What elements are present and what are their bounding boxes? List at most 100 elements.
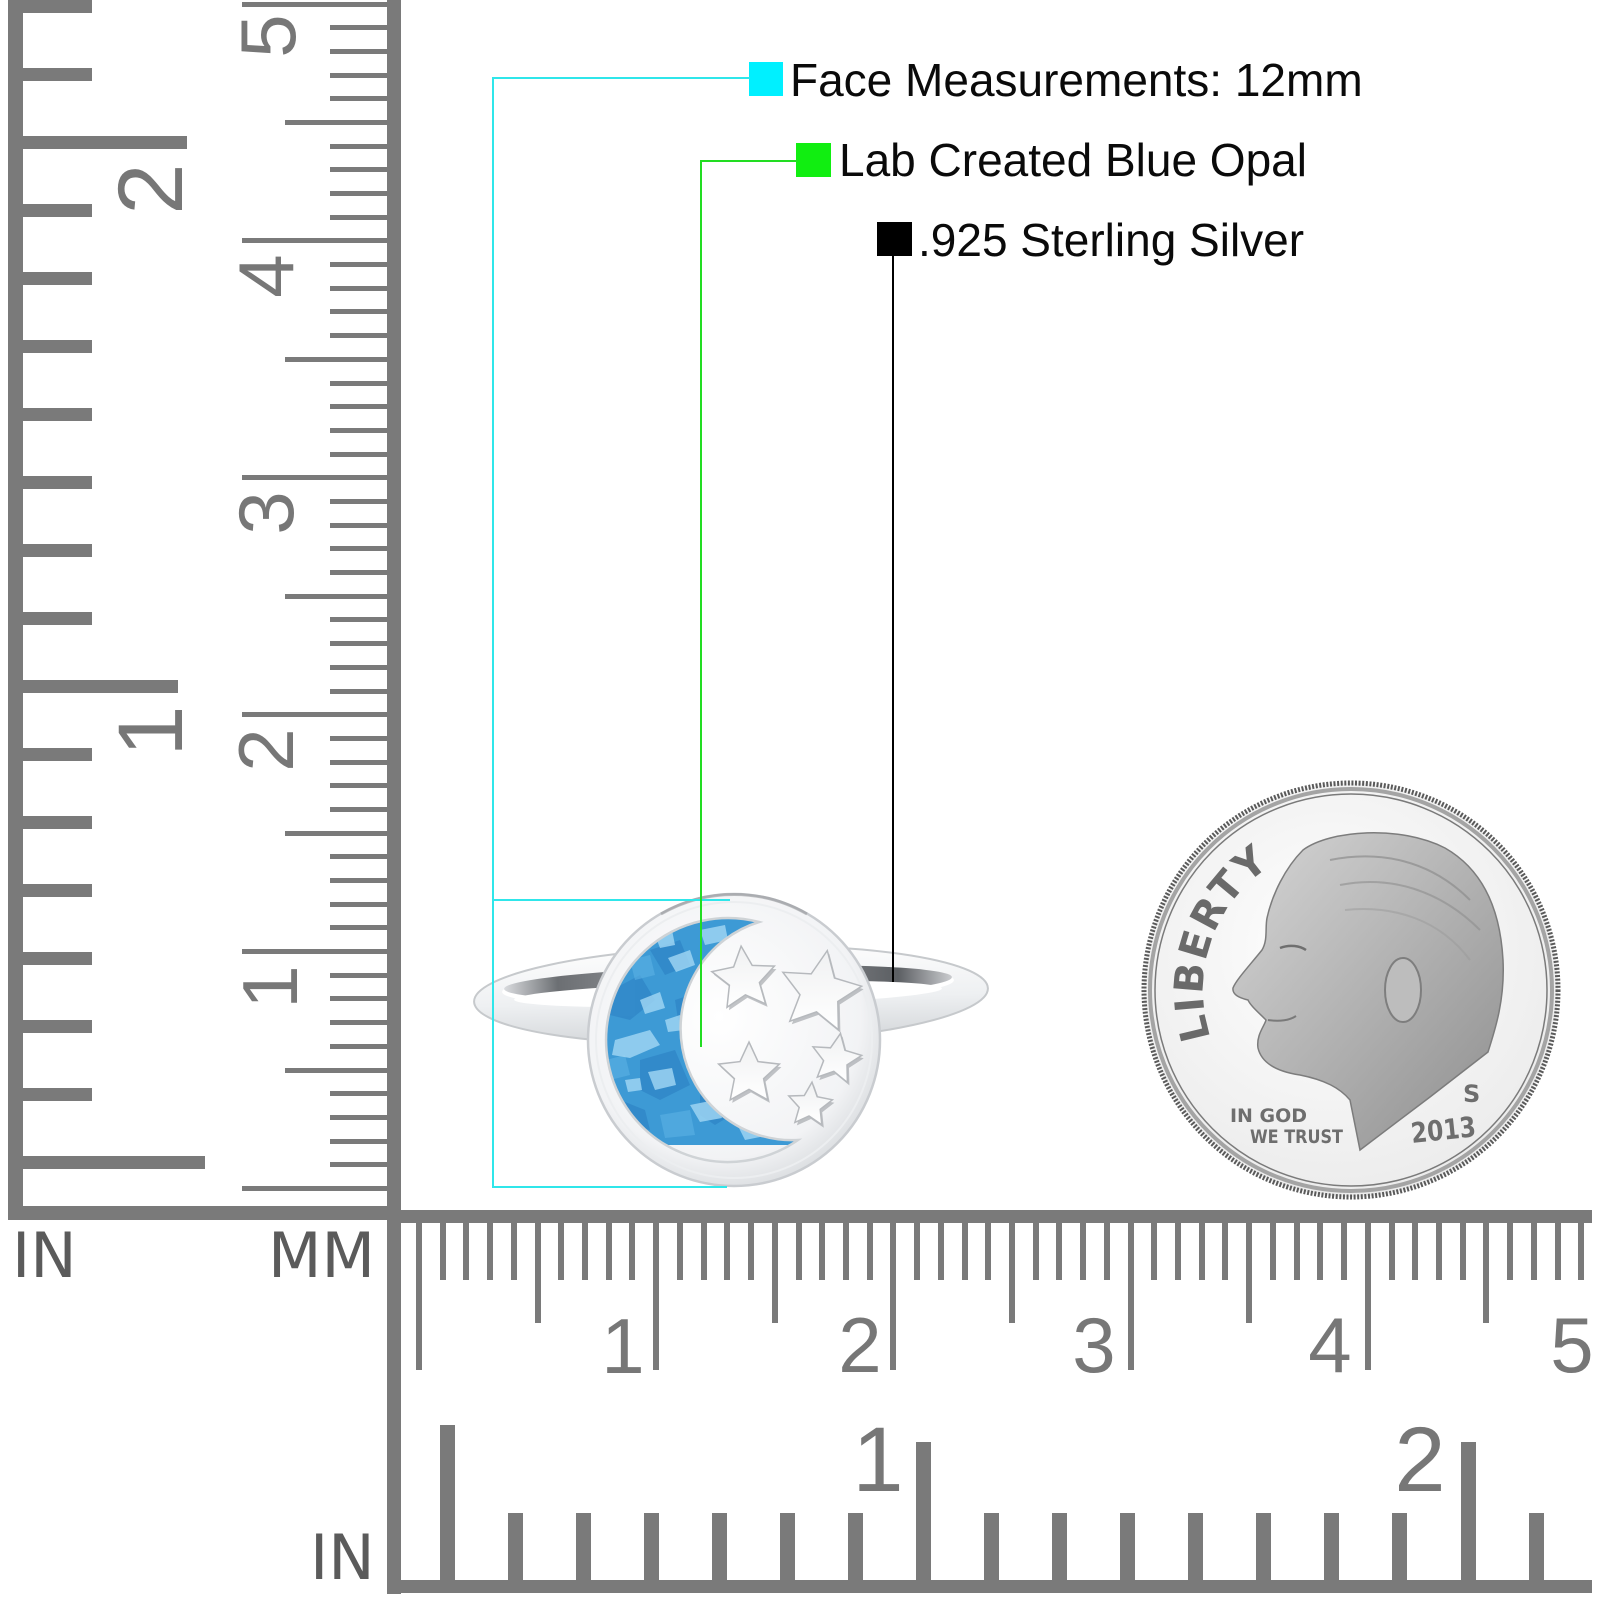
horizontal-ruler-mm-label: 1: [601, 1302, 645, 1390]
star-icon: [710, 944, 777, 1009]
vertical-ruler-mm-tick: [330, 1091, 387, 1097]
horizontal-ruler-mm-tick: [558, 1223, 565, 1280]
vertical-ruler-mm-tick: [242, 949, 387, 955]
horizontal-ruler-inch-tick: [507, 1513, 523, 1580]
horizontal-ruler-mm-tick: [1151, 1223, 1158, 1280]
horizontal-ruler-mm-tick: [1554, 1223, 1561, 1280]
horizontal-ruler-mm-tick: [1388, 1223, 1395, 1280]
vertical-ruler-inch-tick: [23, 407, 92, 421]
vertical-ruler-mm-tick: [285, 1067, 387, 1073]
vertical-ruler-mm-tick: [242, 238, 387, 244]
vertical-ruler-mm-tick: [330, 996, 387, 1002]
vertical-ruler-mm-tick: [330, 1162, 387, 1168]
vertical-ruler-mm-tick: [330, 72, 387, 78]
vertical-ruler-mm-tick: [330, 878, 387, 884]
vertical-ruler-mm-tick: [330, 262, 387, 268]
horizontal-ruler-mm-tick: [1293, 1223, 1300, 1280]
vertical-ruler-mm-tick: [330, 191, 387, 197]
horizontal-ruler-inch-tick: [711, 1513, 727, 1580]
horizontal-ruler-inch-tick: [1324, 1513, 1340, 1580]
coin-motto-line1: IN GOD: [1230, 1105, 1307, 1127]
horizontal-ruler-mm-tick: [961, 1223, 968, 1280]
horizontal-ruler-mm-tick: [866, 1223, 873, 1280]
horizontal-ruler-inch-tick: [984, 1513, 1000, 1580]
vertical-ruler-bottom-edge: [8, 1206, 401, 1220]
coin-mint-mark: S: [1463, 1080, 1480, 1108]
vertical-ruler-mm-tick: [330, 1020, 387, 1026]
vertical-ruler-mm-tick: [330, 617, 387, 623]
horizontal-ruler-mm-tick: [439, 1223, 446, 1280]
horizontal-ruler-mm-tick: [1507, 1223, 1514, 1280]
horizontal-ruler-mm-tick: [1175, 1223, 1182, 1280]
vertical-ruler-mm-tick: [330, 759, 387, 765]
horizontal-ruler-mm-tick: [1009, 1223, 1015, 1323]
horizontal-ruler-inch-tick: [847, 1513, 863, 1580]
horizontal-ruler-inch-label: 2: [1394, 1409, 1446, 1511]
horizontal-ruler-mm-tick: [1483, 1223, 1490, 1323]
vertical-ruler-inch-tick: [23, 135, 187, 149]
vertical-ruler-mm-tick: [330, 1138, 387, 1144]
vertical-ruler-inch-tick: [23, 611, 92, 625]
horizontal-ruler-mm-tick: [1459, 1223, 1466, 1280]
horizontal-ruler-inch-tick: [1392, 1513, 1408, 1580]
vertical-ruler-inch-tick: [23, 747, 92, 761]
vertical-ruler-mm-tick: [330, 333, 387, 339]
vertical-ruler-left-edge: [8, 0, 23, 1220]
star-icon: [716, 1040, 782, 1102]
horizontal-ruler-mm-tick: [463, 1223, 470, 1280]
face-measurement-label: Face Measurements: 12mm: [790, 54, 1363, 106]
vertical-ruler-inch-tick: [23, 203, 92, 217]
horizontal-ruler-mm-tick: [1127, 1223, 1134, 1370]
horizontal-ruler-inch-tick: [1188, 1513, 1204, 1580]
horizontal-ruler-inch-tick: [439, 1425, 455, 1580]
vertical-ruler-inch-tick: [23, 1155, 205, 1169]
vertical-ruler-inch-tick: [23, 1087, 92, 1101]
horizontal-ruler-mm-tick: [819, 1223, 826, 1280]
vertical-ruler-mm-tick: [330, 451, 387, 457]
dime-coin-image: LIBERTY IN GOD WE TRUST 2013 S: [1141, 780, 1561, 1200]
horizontal-ruler-mm-tick: [582, 1223, 589, 1280]
horizontal-ruler-inch-tick: [1256, 1513, 1272, 1580]
vertical-ruler-mm-tick: [285, 830, 387, 836]
horizontal-ruler-mm-tick: [842, 1223, 849, 1280]
vertical-ruler-inch-tick: [23, 679, 178, 693]
vertical-ruler-mm-tick: [242, 1186, 387, 1191]
horizontal-ruler-mm-tick: [534, 1223, 541, 1323]
vertical-ruler-mm-tick: [330, 688, 387, 694]
face-measurement-leader-vertical: [492, 77, 494, 1188]
face-measurement-bracket-top: [492, 899, 730, 901]
horizontal-ruler-mm-tick: [1530, 1223, 1537, 1280]
horizontal-ruler-inch-unit: IN: [310, 1521, 375, 1594]
horizontal-ruler-mm-tick: [416, 1223, 422, 1370]
vertical-ruler-mm-tick: [330, 664, 387, 670]
vertical-ruler-mm-tick: [330, 380, 387, 386]
vertical-ruler-inch-tick: [23, 543, 92, 557]
opal-leader-horizontal: [700, 160, 797, 162]
horizontal-ruler-inch-tick: [643, 1513, 659, 1580]
vertical-ruler-mm-tick: [330, 570, 387, 576]
horizontal-ruler-mm-tick: [890, 1223, 897, 1370]
vertical-ruler-mm-tick: [330, 901, 387, 907]
vertical-ruler-mm-tick: [330, 48, 387, 54]
vertical-ruler-mm-tick: [330, 972, 387, 978]
horizontal-ruler-mm-tick: [629, 1223, 636, 1280]
coin-portrait: [1232, 832, 1505, 1152]
vertical-ruler-mm-tick: [330, 783, 387, 789]
horizontal-ruler-mm-tick: [914, 1223, 921, 1280]
star-icon: [811, 1031, 864, 1085]
opal-swatch: [796, 143, 831, 177]
horizontal-ruler-mm-tick: [771, 1223, 778, 1323]
vertical-ruler-mm-tick: [330, 285, 387, 291]
horizontal-ruler-inch-tick: [1528, 1513, 1544, 1580]
face-measurement-swatch: [749, 62, 783, 96]
vertical-ruler-mm-tick: [330, 735, 387, 741]
vertical-ruler-mm-tick: [242, 712, 387, 718]
vertical-ruler-mm-tick: [330, 925, 387, 931]
vertical-ruler-mm-tick: [242, 475, 387, 481]
horizontal-ruler-mm-label: 3: [1072, 1301, 1116, 1389]
horizontal-ruler-inch-tick: [1460, 1442, 1476, 1580]
horizontal-ruler-mm-tick: [1364, 1223, 1371, 1370]
horizontal-ruler-mm-tick: [937, 1223, 944, 1280]
coin-year: 2013: [1409, 1110, 1477, 1150]
